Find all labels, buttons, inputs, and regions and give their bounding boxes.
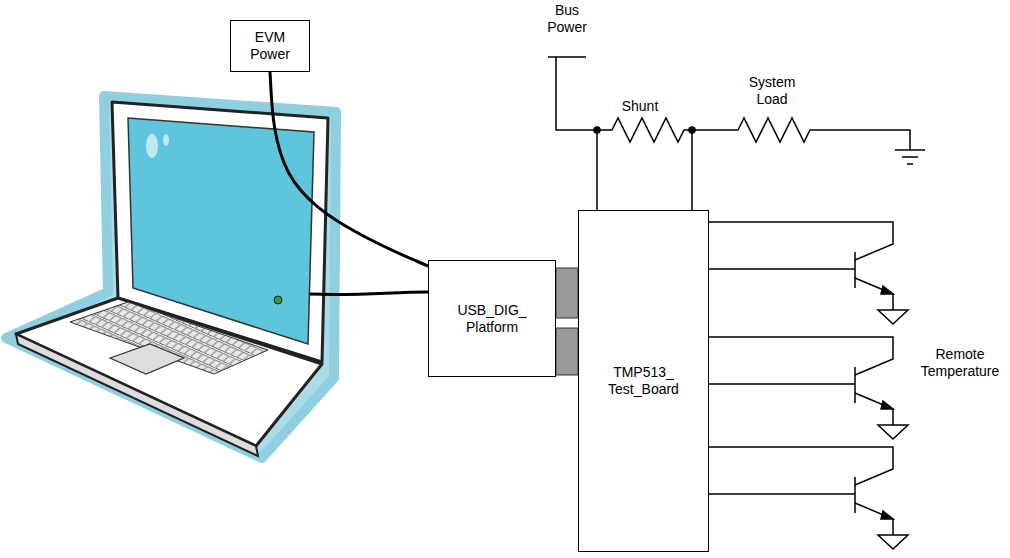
bus-power-rail — [548, 57, 597, 130]
box-label: EVM Power — [245, 29, 295, 63]
cable-connector — [270, 72, 428, 266]
sense-wire — [597, 130, 692, 210]
transistor-symbol — [709, 222, 908, 324]
note-label: Bus Power — [542, 2, 592, 36]
junction-dot — [689, 127, 695, 133]
ground-symbol — [895, 150, 925, 164]
usb-cable — [310, 292, 428, 295]
transistor-group — [709, 222, 908, 549]
note-label: System Load — [742, 74, 802, 108]
cable-connector — [556, 268, 578, 375]
resistor-symbol — [692, 118, 910, 150]
block-box: TMP513_ Test_Board — [578, 210, 709, 552]
box-label: TMP513_ Test_Board — [599, 364, 689, 398]
block-box: USB_DIG_ Platform — [428, 260, 556, 377]
block-box: EVM Power — [230, 20, 310, 72]
transistor-symbol — [709, 337, 908, 439]
laptop-illustration — [6, 96, 336, 458]
note-label: Remote Temperature — [912, 346, 1008, 380]
transistor-symbol — [709, 447, 908, 549]
note-label: Shunt — [610, 98, 670, 115]
junction-dot — [594, 127, 600, 133]
resistor-symbol — [597, 118, 692, 142]
box-label: USB_DIG_ Platform — [452, 302, 532, 336]
